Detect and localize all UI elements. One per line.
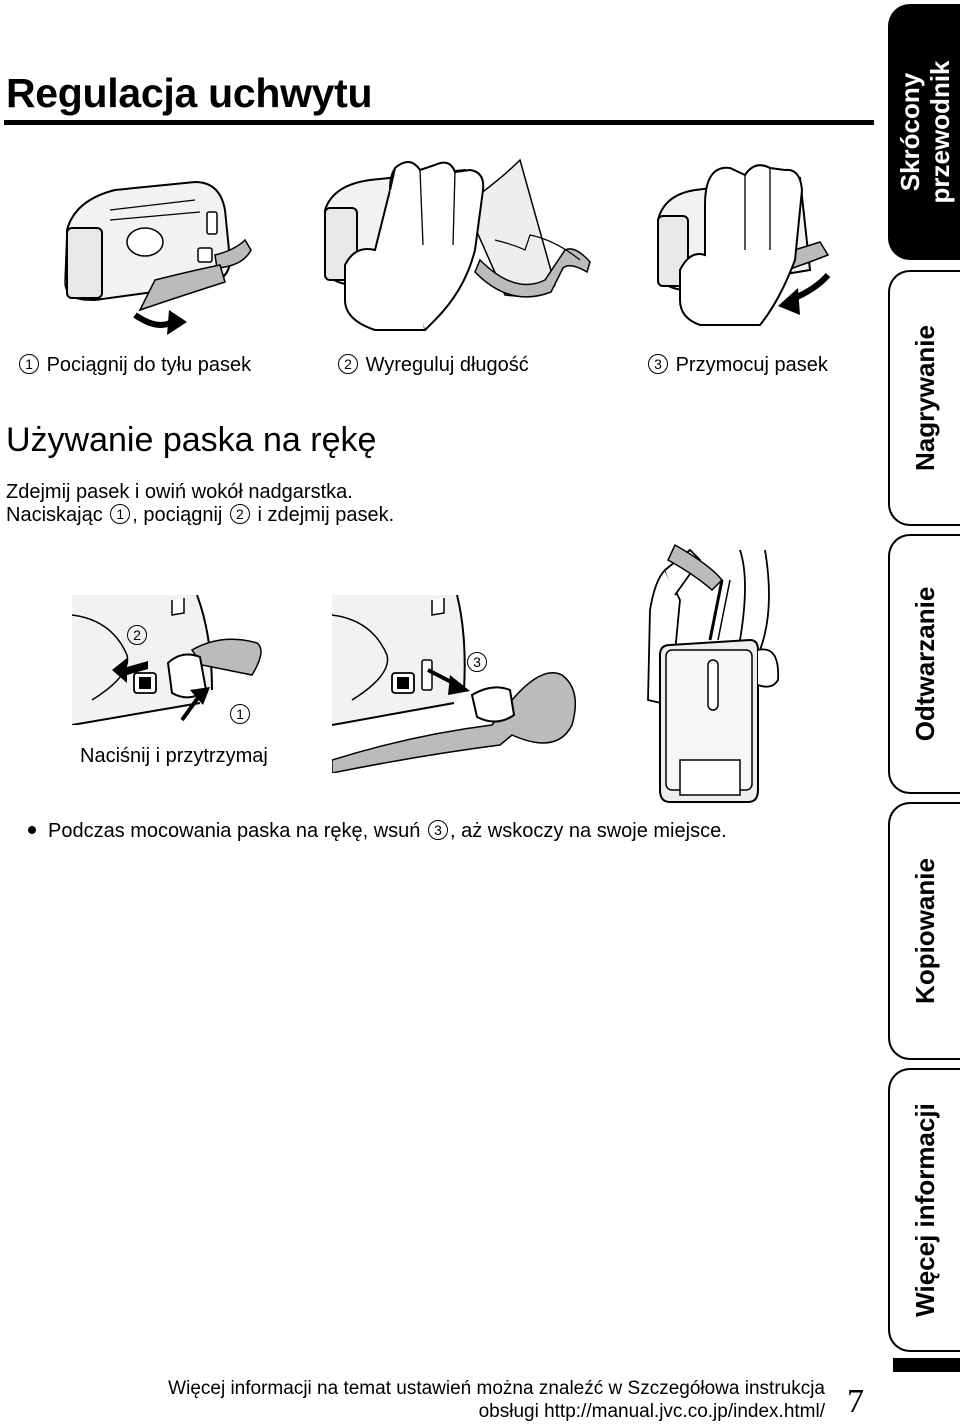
tab-more-info-label: Więcej informacji: [910, 1103, 940, 1317]
callout-number: 1: [230, 704, 250, 724]
tab-playback-label: Odtwarzanie: [910, 586, 940, 742]
tab-copying[interactable]: Kopiowanie: [888, 802, 960, 1060]
note-bullet: Podczas mocowania paska na rękę, wsuń 3,…: [28, 820, 727, 843]
step-2-caption: 2 Wyreguluj długość: [336, 354, 529, 377]
page-number: 7: [847, 1383, 864, 1420]
camera-illustration-pull-strap: [55, 170, 265, 345]
footer-note: Więcej informacji na temat ustawień możn…: [168, 1377, 825, 1423]
tab-quick-guide[interactable]: Skrócony przewodnik: [888, 4, 960, 260]
tab-recording[interactable]: Nagrywanie: [888, 270, 960, 526]
callout-number: 2: [127, 625, 147, 645]
tab-quick-guide-label: Skrócony przewodnik: [895, 60, 955, 203]
callout-number: 3: [427, 820, 448, 840]
camera-on-wrist-illustration: [640, 540, 790, 805]
step-3-number: 3: [648, 354, 668, 374]
tab-more-info[interactable]: Więcej informacji: [888, 1068, 960, 1352]
strap-release-illustration: [72, 595, 272, 725]
callout-number: 1: [110, 504, 131, 524]
callout-2: 2: [125, 625, 149, 647]
footer-line-2[interactable]: obsługi http://manual.jvc.co.jp/index.ht…: [478, 1401, 825, 1422]
step-3-caption: 3 Przymocuj pasek: [646, 354, 828, 377]
page-marker-bar: [893, 1358, 960, 1372]
footer-line-1: Więcej informacji na temat ustawień możn…: [168, 1378, 825, 1399]
note-text: , aż wskoczy na swoje miejsce.: [449, 820, 727, 842]
callout-1: 1: [228, 704, 252, 726]
tab-recording-label: Nagrywanie: [910, 325, 940, 471]
tab-label-line: Skrócony: [895, 72, 925, 192]
tab-label-line: przewodnik: [925, 60, 955, 204]
instruction-line-1: Zdejmij pasek i owiń wokół nadgarstka.: [6, 481, 353, 503]
instruction-text: Naciskając: [6, 504, 103, 526]
instruction-text: , pociągnij: [132, 504, 223, 526]
callout-3: 3: [465, 652, 489, 674]
callout-number: 2: [229, 504, 250, 524]
press-hold-caption: Naciśnij i przytrzymaj: [80, 745, 268, 767]
title-divider: [4, 120, 874, 125]
step-2-label: Wyreguluj długość: [365, 354, 529, 376]
instruction-text: i zdejmij pasek.: [251, 504, 395, 526]
instruction-line-2: Naciskając 1, pociągnij 2 i zdejmij pase…: [6, 504, 394, 527]
step-1-number: 1: [19, 354, 39, 374]
bullet-dot-icon: [28, 826, 36, 834]
page-title: Regulacja uchwytu: [6, 70, 373, 116]
step-2-number: 2: [338, 354, 358, 374]
step-1-label: Pociągnij do tyłu pasek: [46, 354, 252, 376]
callout-number: 3: [467, 652, 487, 672]
tab-playback[interactable]: Odtwarzanie: [888, 534, 960, 794]
camera-illustration-adjust-length: [315, 150, 600, 345]
tab-copying-label: Kopiowanie: [910, 858, 940, 1004]
strap-attach-illustration: [332, 595, 582, 773]
camera-illustration-fasten-strap: [650, 150, 835, 340]
section-heading-hand-strap: Używanie paska na rękę: [6, 421, 377, 459]
step-1-caption: 1 Pociągnij do tyłu pasek: [17, 354, 251, 377]
step-3-label: Przymocuj pasek: [675, 354, 828, 376]
note-text: Podczas mocowania paska na rękę, wsuń: [48, 820, 421, 842]
